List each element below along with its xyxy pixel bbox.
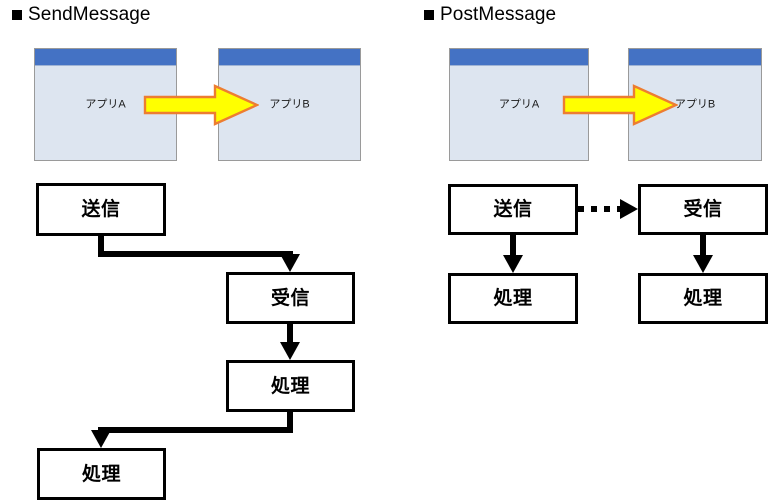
flow-box-label: 送信 (81, 199, 121, 220)
flow-box-label: 受信 (683, 199, 723, 220)
section-heading-post-message: PostMessage (424, 5, 556, 24)
flow-box-receive-left: 受信 (226, 272, 355, 324)
edge-send-to-receive-right-dotted (578, 199, 638, 219)
app-window-a-post: アプリA (449, 48, 589, 161)
square-bullet-icon (424, 9, 434, 20)
flow-box-label: 処理 (493, 288, 533, 309)
window-titlebar (450, 49, 588, 66)
section-heading-label: SendMessage (28, 4, 151, 25)
flow-box-process-a-left: 処理 (37, 448, 166, 500)
window-titlebar (219, 49, 360, 66)
flow-box-label: 受信 (270, 287, 310, 309)
square-bullet-icon (12, 9, 22, 20)
section-heading-send-message: SendMessage (12, 5, 151, 24)
edge-send-to-receive-left (98, 236, 300, 272)
flow-box-label: 処理 (683, 288, 723, 309)
app-window-label: アプリB (269, 98, 310, 110)
flow-box-process-b-right: 処理 (638, 273, 768, 324)
section-heading-label: PostMessage (440, 4, 557, 25)
flow-box-label: 処理 (81, 463, 121, 485)
window-titlebar (629, 49, 761, 66)
flow-box-process-a-right: 処理 (448, 273, 578, 324)
app-window-label: アプリA (85, 98, 126, 110)
edge-receive-to-process-left (280, 324, 300, 360)
flow-box-label: 送信 (493, 199, 533, 220)
app-window-label: アプリA (498, 98, 540, 110)
flow-box-label: 処理 (270, 375, 310, 397)
flow-box-receive-right: 受信 (638, 184, 768, 235)
flow-box-send-left: 送信 (36, 183, 166, 236)
yellow-block-arrow-right-icon (143, 83, 260, 127)
window-titlebar (35, 49, 176, 66)
flow-box-process-b-left: 処理 (226, 360, 355, 412)
app-window-label: アプリB (674, 98, 716, 110)
edge-receive-to-process-b-right (693, 235, 713, 273)
flow-box-send-right: 送信 (448, 184, 578, 235)
yellow-block-arrow-right-icon (562, 83, 679, 127)
edge-process-b-to-process-a-left (91, 412, 293, 448)
edge-send-to-process-a-right (503, 235, 523, 273)
